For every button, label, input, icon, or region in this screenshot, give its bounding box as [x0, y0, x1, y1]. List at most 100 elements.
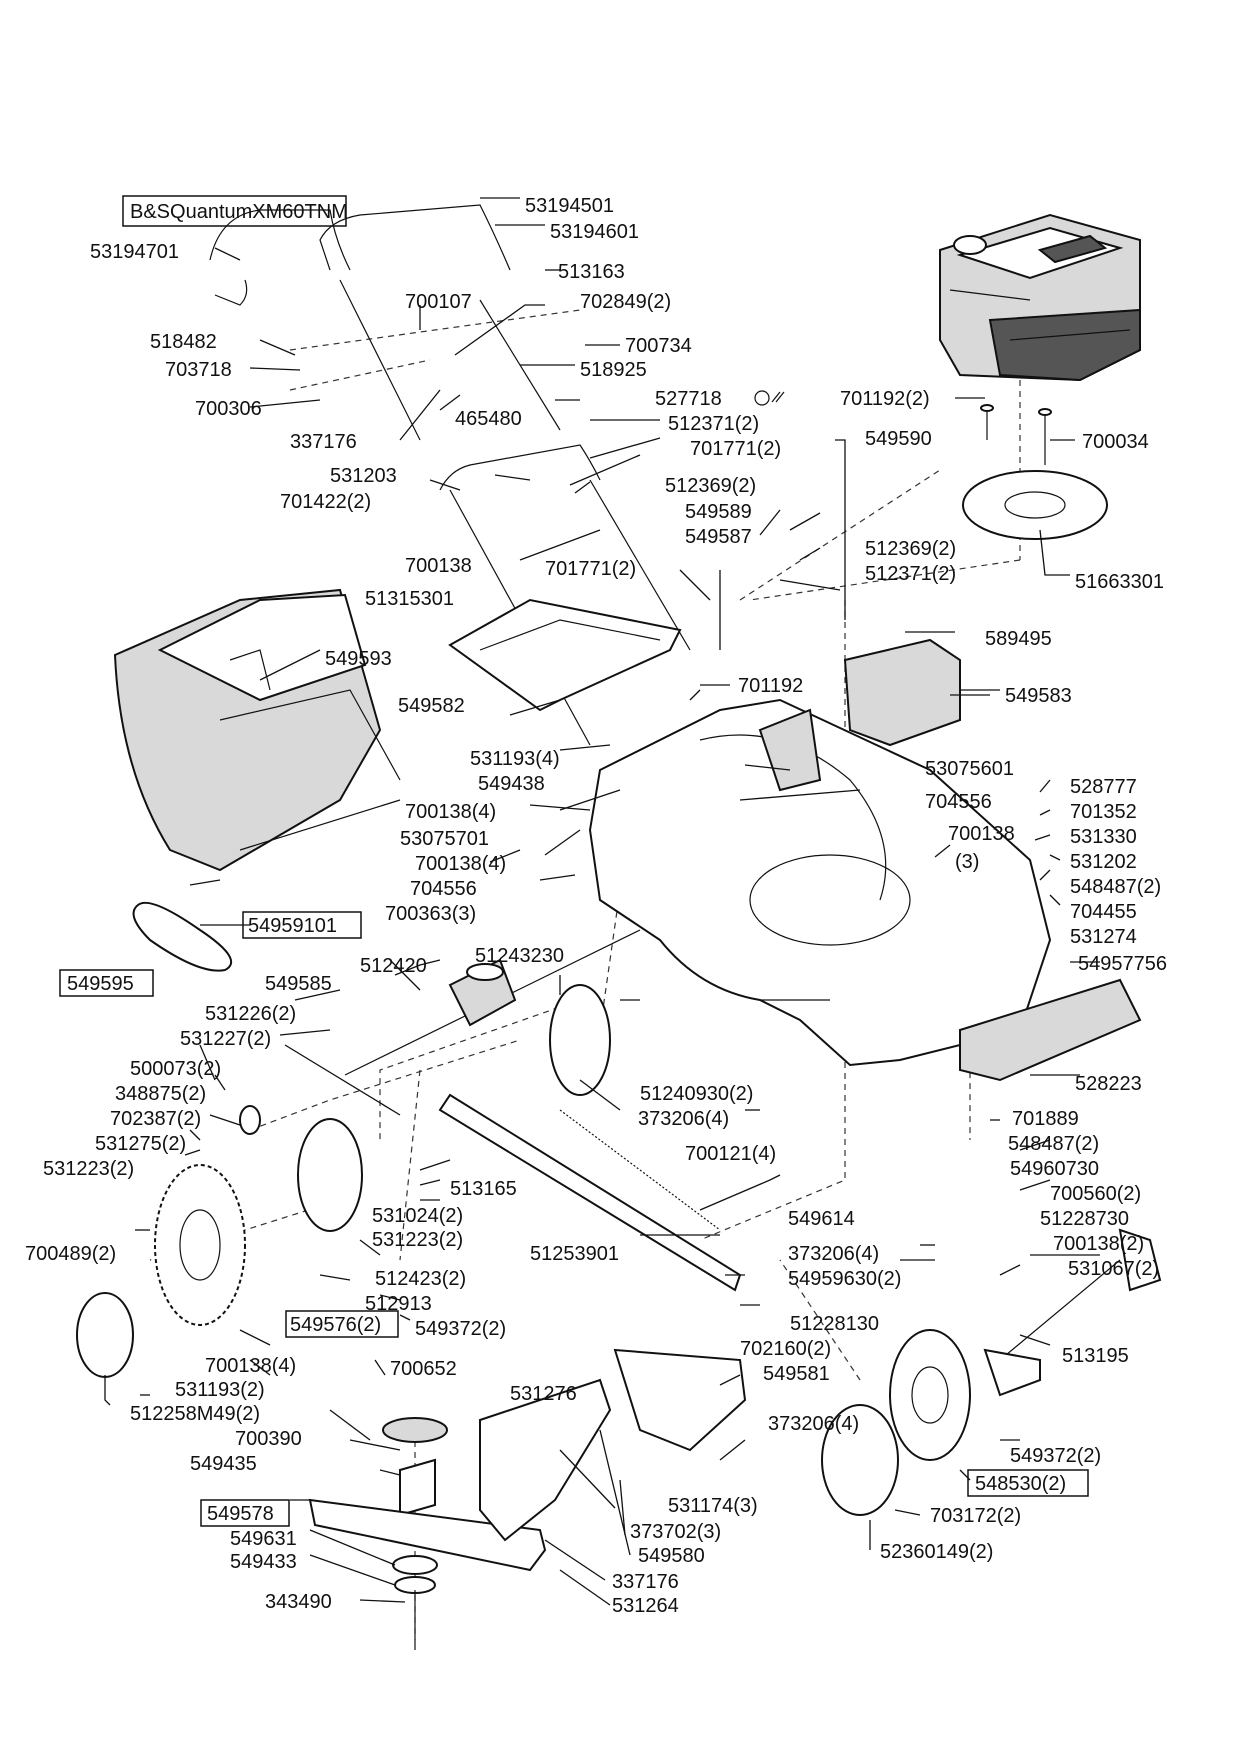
part-label: 548487(2): [1008, 1133, 1099, 1155]
part-label: 702849(2): [580, 291, 671, 313]
part-label: 531202: [1070, 851, 1137, 873]
leader-lines: [104, 197, 1100, 1606]
part-label: 531193(2): [175, 1379, 265, 1401]
part-label: 518482: [150, 331, 217, 353]
blade-assembly-illustration: [308, 1417, 547, 1650]
part-label: 700306: [195, 398, 262, 420]
part-label: 549593: [325, 648, 392, 670]
part-label: 549435: [190, 1453, 257, 1475]
part-label: 51240930(2): [640, 1083, 753, 1105]
mulch-plug-illustration: [479, 1348, 747, 1542]
part-label: 513165: [450, 1178, 517, 1200]
part-label: 700107: [405, 291, 472, 313]
part-label: 518925: [580, 359, 647, 381]
part-label: 704556: [410, 878, 477, 900]
drive-belt-illustration: [132, 901, 233, 972]
part-label: 549587: [685, 526, 752, 548]
part-label: 512369(2): [865, 538, 956, 560]
part-label: 500073(2): [130, 1058, 221, 1080]
part-label: 549595: [67, 973, 134, 995]
part-label: 51315301: [365, 588, 454, 610]
part-label: 528777: [1070, 776, 1137, 798]
part-label: 700138(4): [405, 801, 496, 823]
part-label: 51253901: [530, 1243, 619, 1265]
assembly-guides: [149, 309, 1021, 1640]
engine-plate-illustration: [962, 470, 1108, 540]
part-label: 700363(3): [385, 903, 476, 925]
part-label: 531227(2): [180, 1028, 271, 1050]
part-label: 531203: [330, 465, 397, 487]
part-label: 700560(2): [1050, 1183, 1141, 1205]
part-label: 531193(4): [470, 748, 560, 770]
part-label: 531024(2): [372, 1205, 463, 1227]
part-label: (3): [955, 851, 979, 873]
part-label: 549580: [638, 1545, 705, 1567]
gearbox-illustration: [344, 929, 641, 1076]
part-label: 701422(2): [280, 491, 371, 513]
part-label: 531226(2): [205, 1003, 296, 1025]
part-label: 549614: [788, 1208, 855, 1230]
engine-bolts-illustration: [980, 404, 1052, 465]
part-label: 700138(4): [415, 853, 506, 875]
part-label: 700138: [948, 823, 1015, 845]
part-label: 549433: [230, 1551, 297, 1573]
part-label: 531275(2): [95, 1133, 186, 1155]
part-label: 373206(4): [768, 1413, 859, 1435]
part-label: 531274: [1070, 926, 1137, 948]
part-label: 701352: [1070, 801, 1137, 823]
rear-wheel-inner-illustration: [239, 984, 611, 1232]
part-label: 513195: [1062, 1345, 1129, 1367]
rear-axle-illustration: [438, 1093, 742, 1292]
deck-covers-illustration: [758, 638, 961, 792]
part-label: 513163: [558, 261, 625, 283]
part-label: 549583: [1005, 685, 1072, 707]
part-label: 531223(2): [372, 1229, 463, 1251]
part-label: 700138: [405, 555, 472, 577]
part-label: 528223: [1075, 1073, 1142, 1095]
deck-illustration: [588, 698, 1142, 1082]
part-label: 700121(4): [685, 1143, 776, 1165]
part-label: 702387(2): [110, 1108, 201, 1130]
part-label: 700489(2): [25, 1243, 116, 1265]
part-label: 701192: [738, 675, 803, 697]
part-label: 549438: [478, 773, 545, 795]
part-label: 549576(2): [290, 1314, 381, 1336]
part-label: 54959630(2): [788, 1268, 901, 1290]
part-label: 531264: [612, 1595, 679, 1617]
part-label: 703172(2): [930, 1505, 1021, 1527]
part-label: 549578: [207, 1503, 274, 1525]
part-label: 531174(3): [668, 1495, 758, 1517]
part-label: 373206(4): [788, 1243, 879, 1265]
part-label: 704455: [1070, 901, 1137, 923]
part-label: 549631: [230, 1528, 297, 1550]
part-label: 700138(4): [205, 1355, 296, 1377]
part-label: 531223(2): [43, 1158, 134, 1180]
part-label: 343490: [265, 1591, 332, 1613]
part-label: 512369(2): [665, 475, 756, 497]
part-label: 51228130: [790, 1313, 879, 1335]
grass-bag-illustration: [113, 588, 401, 872]
part-label: 51228730: [1040, 1208, 1129, 1230]
part-label: 549589: [685, 501, 752, 523]
part-label: 549585: [265, 973, 332, 995]
part-label: 465480: [455, 408, 522, 430]
part-label: 373702(3): [630, 1521, 721, 1543]
label-frames: [59, 195, 1089, 1527]
part-label: 703718: [165, 359, 232, 381]
clip-symbol-icon: [754, 390, 785, 406]
part-label: 701889: [1012, 1108, 1079, 1130]
part-label: 549590: [865, 428, 932, 450]
part-label: 548530(2): [975, 1473, 1066, 1495]
front-axle-illustration: [983, 1228, 1162, 1397]
part-label: 531067(2): [1068, 1258, 1159, 1280]
part-labels: B&SQuantumXM60TNM 53194501 53194601 5319…: [25, 195, 1167, 1617]
part-label: 348875(2): [115, 1083, 206, 1105]
part-label: 53194701: [90, 241, 179, 263]
part-label: 54960730: [1010, 1158, 1099, 1180]
part-label: 512913: [365, 1293, 432, 1315]
part-label: 52360149(2): [880, 1541, 993, 1563]
part-label: 53075601: [925, 758, 1014, 780]
part-label: 549582: [398, 695, 465, 717]
part-label: 53075701: [400, 828, 489, 850]
